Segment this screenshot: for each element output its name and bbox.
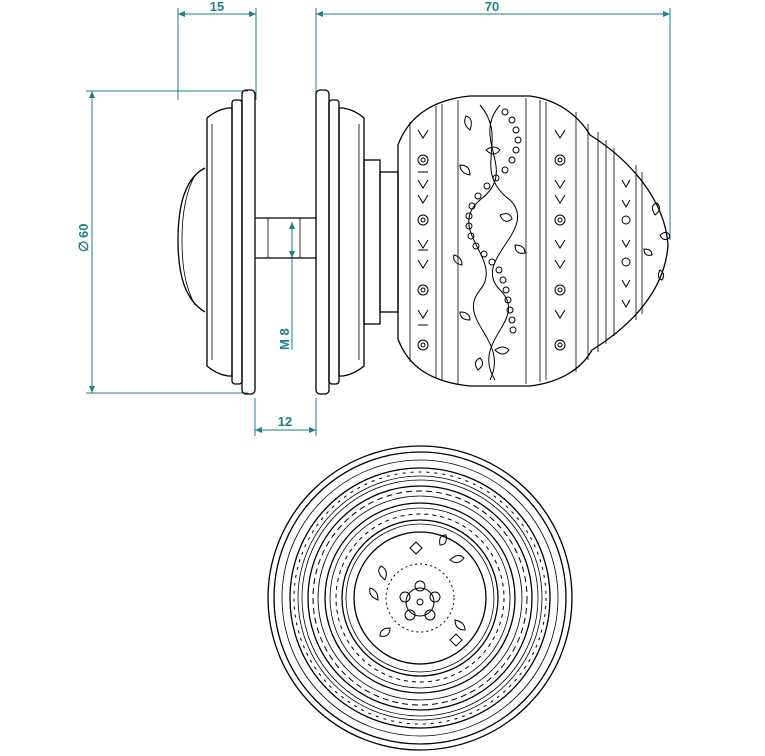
front-rose — [315, 89, 399, 395]
dim-70-label: 70 — [485, 0, 499, 14]
dim-diameter-symbol: ∅ — [76, 241, 91, 252]
dimension-overall-length: 70 — [315, 0, 671, 240]
front-view-center-flower — [369, 534, 466, 647]
dimension-diameter: ∅ 60 — [76, 90, 248, 394]
dim-12-label: 12 — [278, 414, 292, 429]
spindle — [255, 217, 316, 259]
dim-thread-label: M 8 — [277, 328, 292, 350]
dimension-thread: M 8 — [277, 222, 295, 350]
dimension-spindle-gap: 12 — [254, 398, 317, 436]
front-view-knob — [267, 445, 573, 751]
dim-60-label: 60 — [76, 224, 91, 238]
dimension-rose-thickness: 15 — [177, 0, 257, 100]
knob-body — [397, 95, 669, 387]
rear-rose — [177, 89, 256, 395]
knob-right-band-ornament — [554, 129, 671, 351]
dim-15-label: 15 — [210, 0, 224, 14]
knob-left-band-ornament — [417, 129, 429, 351]
knob-vine-ornament — [453, 104, 526, 381]
